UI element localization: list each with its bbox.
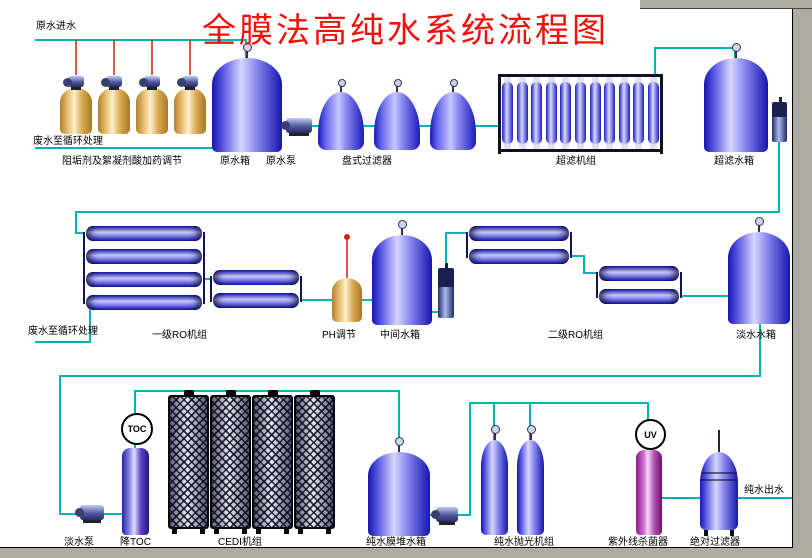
fresh-water-tank [728,217,790,324]
disc-filter-2 [374,79,420,150]
dosing-tank-4 [174,88,206,134]
fresh-water-pump [75,505,104,523]
uv-sterilizer [636,450,662,535]
label-mid-tank: 中间水箱 [380,330,420,341]
label-pure-tank: 纯水膜堆水箱 [366,537,426,548]
uf-unit [498,74,663,154]
intermediate-tank [372,220,432,325]
label-raw-tank: 原水箱 [220,156,250,167]
ro1-rack-a [83,226,205,310]
cedi-module-3 [252,390,293,534]
toc-badge: TOC [121,413,153,445]
cedi-module-2 [210,390,251,534]
label-pure-out: 纯水出水 [744,485,784,496]
label-uv: 紫外线杀菌器 [608,537,668,548]
label-waste-top: 废水至循环处理 [33,136,103,147]
dosing-pump-1 [63,76,84,90]
uf-tank-pump [772,97,787,142]
label-cedi: CEDI机组 [218,537,262,548]
uf-water-tank [704,43,768,152]
label-disc-filter: 盘式过滤器 [342,156,392,167]
pipe-uftank-to-ro1 [75,142,780,234]
toc-column [122,448,149,535]
dosing-tank-2 [98,88,130,134]
dosing-tank-1 [60,88,92,134]
pipe-ro2a-ro2b [572,255,596,274]
pure-water-tank [368,437,430,536]
dosing-pump-3 [139,76,160,90]
dosing-lines [75,40,350,278]
pure-water-pump [431,507,458,525]
pipe-pump-ro2 [445,232,466,266]
label-polish: 纯水抛光机组 [494,537,554,548]
label-ro2: 二级RO机组 [548,330,603,341]
label-abs-filter: 绝对过滤器 [690,537,740,548]
pipe-freshtank-to-pump [59,324,761,515]
uf-membrane-tubes [502,77,659,149]
window-edge [640,0,812,9]
label-fresh-pump: 淡水泵 [64,537,94,548]
label-dosing-note: 阻垢剂及絮凝剂酸加药调节 [62,156,182,167]
label-uf-tank: 超滤水箱 [714,156,754,167]
label-raw-water-in: 原水进水 [36,21,76,32]
raw-water-pump [281,118,312,136]
label-fresh-tank: 淡水水箱 [736,330,776,341]
absolute-filter [700,430,738,536]
label-waste-mid: 废水至循环处理 [28,326,98,337]
ph-dosing-tank [332,278,362,322]
polish-column-1 [481,425,508,535]
label-uf-unit: 超滤机组 [556,156,596,167]
ro2-rack-b [596,266,682,304]
label-ro1: 一级RO机组 [152,330,207,341]
raw-water-tank [212,43,282,152]
dosing-pump-2 [101,76,122,90]
label-ph: PH调节 [322,330,356,341]
cedi-module-4 [294,390,335,534]
ro1-rack-b [210,270,302,308]
disc-filter-1 [318,79,364,150]
polish-column-2 [517,425,544,535]
pipe-waste-mid [35,310,91,343]
ro2-rack-a [466,226,572,264]
disc-filter-3 [430,79,476,150]
intermediate-pump [438,263,454,318]
label-toc: 降TOC [120,537,151,548]
cedi-module-1 [168,390,209,534]
diagram-canvas: 全膜法高纯水系统流程图 原水进水 废水至循环处理 阻垢剂及絮凝剂酸加药调节 原水… [0,0,793,548]
label-raw-pump: 原水泵 [266,156,296,167]
dosing-tank-3 [136,88,168,134]
page-title: 全膜法高纯水系统流程图 [202,13,609,50]
dosing-pump-4 [177,76,198,90]
uv-badge: UV [635,419,666,450]
